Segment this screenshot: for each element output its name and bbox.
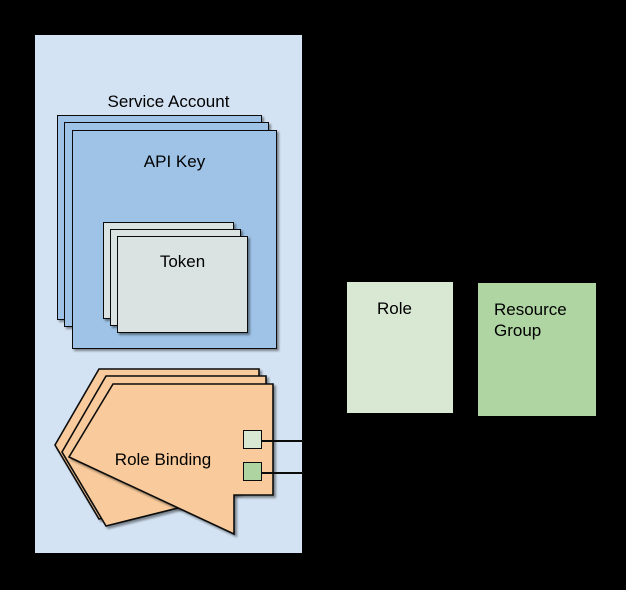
role-box[interactable]: Role <box>347 282 453 413</box>
role-label: Role <box>377 299 412 318</box>
connector-role-binding-to-resource-group <box>261 472 303 474</box>
resource-group-label: Resource Group <box>478 299 596 341</box>
token-label: Token <box>159 252 206 271</box>
resource-group-label-line2: Group <box>494 321 542 340</box>
service-account-label: Service Account <box>107 92 230 111</box>
resource-group-port-square[interactable] <box>243 462 262 481</box>
resource-group-label-line1: Resource <box>494 300 567 319</box>
resource-group-box[interactable]: Resource Group <box>478 283 596 416</box>
role-port-square[interactable] <box>243 430 262 449</box>
api-key-label: API Key <box>143 152 206 171</box>
connector-role-binding-to-role <box>261 440 303 442</box>
token-card-front[interactable] <box>117 236 248 333</box>
role-binding-label: Role Binding <box>114 450 212 469</box>
